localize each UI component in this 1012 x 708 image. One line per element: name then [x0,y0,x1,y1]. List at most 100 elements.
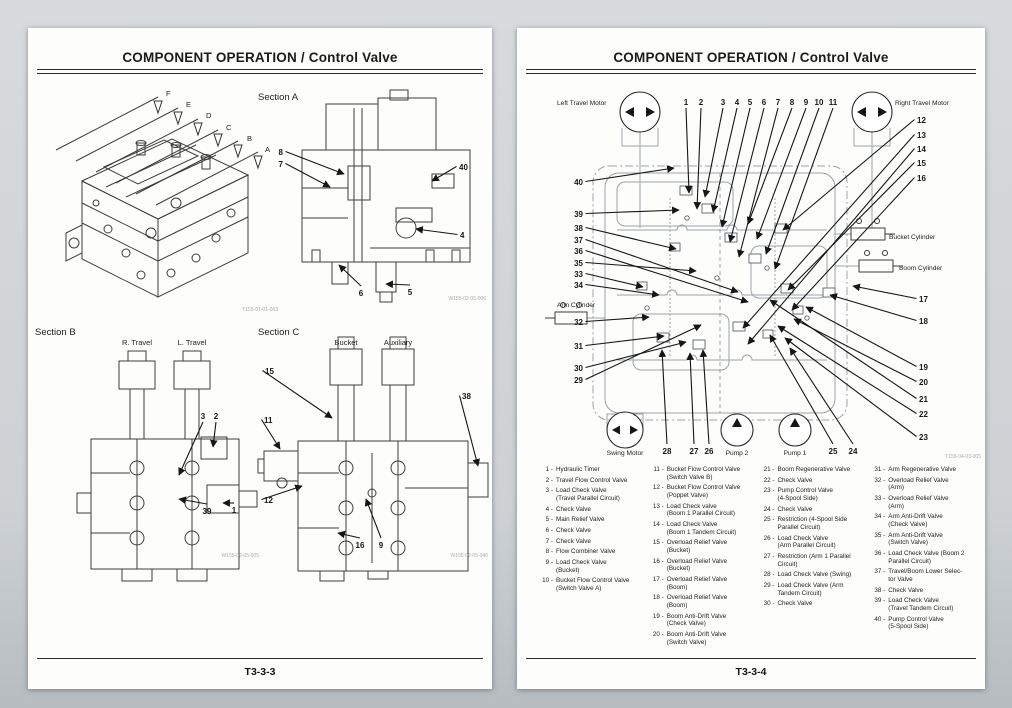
figure-code: T155-01-01-063 [242,307,278,313]
callout-arrow-11 [261,419,281,450]
callout-number-6: 6 [762,98,767,107]
legend-item: 1 -Hydraulic Timer [541,466,645,474]
callout-number-19: 19 [919,363,928,372]
legend-item-number: 14 - [652,521,664,529]
callout-number-36: 36 [574,247,583,256]
legend-item-number: 29 - [763,582,775,590]
legend-item: 20 -Boom Anti-Drift Valve (Switch Valve) [652,631,756,646]
section-b-figure: Section B R. Travel L. Travel W155-02-05… [35,327,259,582]
legend-item-number: 24 - [763,505,775,513]
legend-item-number: 28 - [763,571,775,579]
label-pump2: Pump 2 [726,450,749,457]
boom-cylinder-symbol [858,250,903,273]
legend-item-text: Load Check valve (Boom 1 Parallel Circui… [666,502,735,518]
callout-number-39: 39 [574,210,583,219]
port-label-l-travel: L. Travel [178,338,207,347]
callout-number-33: 33 [574,270,583,279]
callout-arrow-4 [415,226,458,236]
legend-item-text: Load Check Valve (Boom 1 Tandem Circuit) [666,521,737,536]
legend-item: 16 -Overload Relief Valve (Bucket) [652,558,756,573]
legend-item-number: 19 - [652,612,664,620]
port-label-auxiliary: Auxiliary [384,338,413,347]
callout-number-40: 40 [459,163,468,172]
legend-item-number: 18 - [652,594,664,602]
legend-item: 29 -Load Check Valve (Arm Tandem Circuit… [763,582,867,597]
legend-item-number: 11 - [653,466,664,473]
label-pump1: Pump 1 [784,450,807,457]
callout-number-12: 12 [917,116,926,125]
legend-item-number: 5 - [545,516,553,524]
port-label-bucket: Bucket [335,338,359,347]
legend-item-number: 13 - [652,502,664,510]
callout-arrow-19 [805,306,917,367]
right-travel-motor-symbol [851,91,893,133]
legend-item: 8 -Flow Combiner Valve [541,548,645,556]
callout-number-14: 14 [917,145,926,154]
hydraulic-circuit-figure: Left Travel Motor Right Travel Motor Buc… [545,91,981,460]
legend-item-text: Restriction (Arm 1 Parallel Circuit) [777,553,851,568]
legend-item-text: Bucket Flow Control Valve (Switch Valve … [556,577,630,593]
callout-arrow-8 [285,150,345,176]
callout-number-30: 30 [574,364,583,373]
callout-number-3: 3 [721,98,726,107]
callout-arrow-33 [585,272,644,290]
legend-item-text: Travel Flow Control Valve [556,476,628,484]
callout-number-18: 18 [919,317,928,326]
callout-number-22: 22 [919,410,928,419]
legend-item-number: 23 - [763,487,775,495]
callout-arrow-23 [784,337,917,437]
section-arrow-b [233,144,243,159]
legend-item: 18 -Overload Relief Valve (Boom) [652,594,756,609]
legend-item-number: 12 - [652,484,664,492]
callout-number-21: 21 [919,395,928,404]
section-arrow-f [153,100,163,115]
legend-item-text: Check Valve [888,586,924,594]
callout-number-24: 24 [849,447,858,456]
callout-number-29: 29 [574,376,583,385]
footer-rule [37,658,483,659]
legend-column: 11 -Bucket Flow Control Valve (Switch Va… [652,466,756,649]
label-boom-cylinder: Boom Cylinder [899,265,943,272]
label-swing-motor: Swing Motor [607,450,644,457]
legend-item: 5 -Main Relief Valve [541,516,645,524]
section-arrow-d [193,122,203,137]
legend-item-text: Overload Relief Valve (Arm) [888,476,949,492]
callout-arrow-17 [852,283,917,300]
section-letter: B [247,134,252,143]
label-right-travel-motor: Right Travel Motor [895,100,950,107]
callout-number-16: 16 [356,541,365,550]
page-number: T3-3-3 [244,666,276,678]
label-bucket-cylinder: Bucket Cylinder [889,234,936,241]
legend-item-number: 34 - [874,513,886,521]
callout-number-16: 16 [917,174,926,183]
legend-item: 9 -Load Check Valve (Bucket) [541,559,645,574]
callout-arrow-30 [585,339,687,369]
legend-item: 23 -Pump Control Valve (4-Spool Side) [763,487,867,502]
callout-number-17: 17 [919,295,928,304]
legend-item-number: 2 - [545,476,553,484]
legend-item: 30 -Check Valve [763,600,867,608]
legend-item-number: 7 - [545,537,553,545]
callout-arrow-22 [777,325,917,414]
legend-item: 32 -Overload Relief Valve (Arm) [873,477,977,492]
legend-item-number: 33 - [874,495,886,503]
legend-item-text: Arm Regenerative Valve [888,466,957,473]
legend-item-text: Load Check Valve (Travel Tandem Circuit) [888,597,954,613]
callout-number-23: 23 [919,433,928,442]
callout-number-8: 8 [790,98,795,107]
callout-number-39: 39 [203,507,212,516]
figure-code: W155-02-05-006 [448,296,486,302]
callout-arrow-27 [686,352,695,445]
callout-number-5: 5 [408,288,413,297]
page-number: T3-3-4 [735,666,767,678]
legend-item: 35 -Arm Anti-Drift Valve (Switch Valve) [873,532,977,547]
legend-item: 34 -Arm Anti-Drift Valve (Check Valve) [873,513,977,528]
callout-arrow-2 [210,421,218,448]
legend-item: 10 -Bucket Flow Control Valve (Switch Va… [541,577,645,592]
callout-arrow-36 [585,249,749,304]
legend-item-text: Bucket Flow Control Valve (Switch Valve … [666,466,741,481]
legend-item: 17 -Overload Relief Valve (Boom) [652,576,756,591]
section-b-drawing [76,350,258,582]
legend-item-text: Pump Control Valve (5-Spool Side) [888,615,944,631]
